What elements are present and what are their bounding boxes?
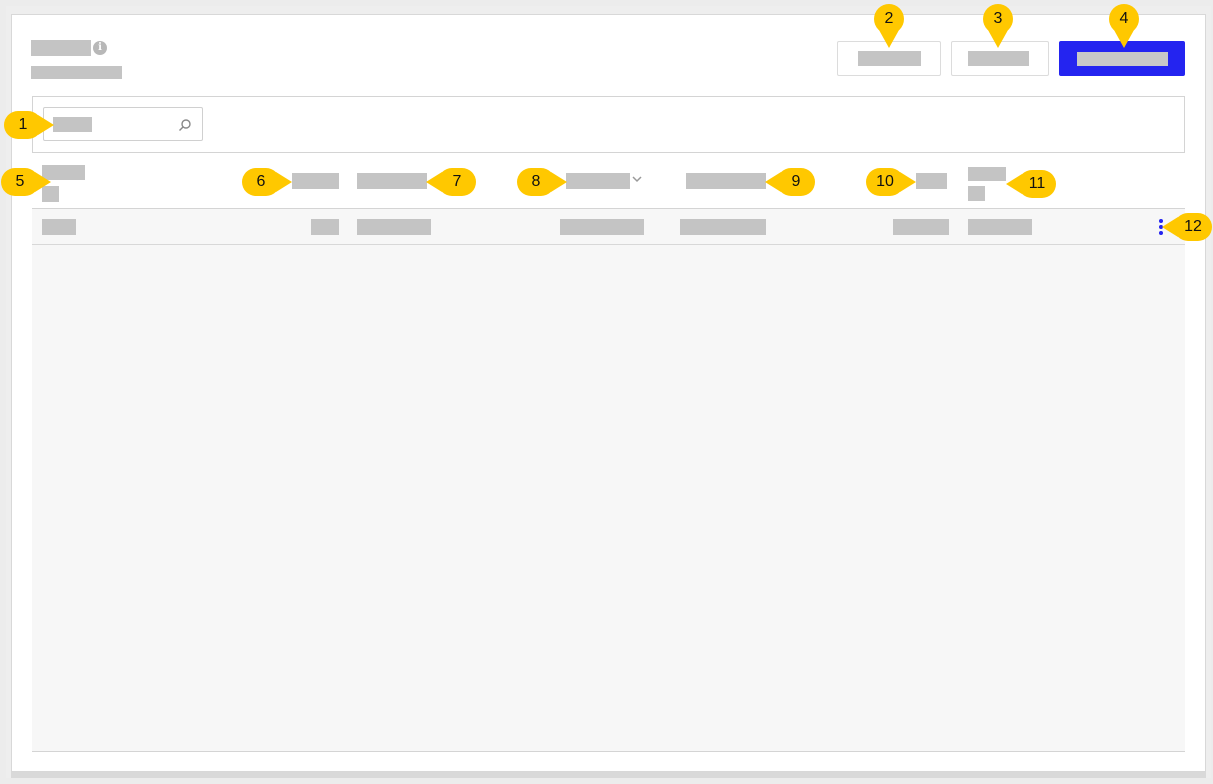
marker-7-label: 7	[452, 173, 462, 190]
row-divider	[32, 244, 1185, 245]
marker-12-label: 12	[1184, 218, 1202, 235]
marker-4: 4	[1109, 4, 1139, 48]
info-icon[interactable]: i	[93, 41, 107, 55]
marker-10-label: 10	[876, 173, 894, 190]
search-icon	[179, 119, 191, 131]
marker-11: 11	[1006, 170, 1056, 198]
filter-bar	[32, 96, 1185, 153]
header-button-2-label	[968, 51, 1029, 66]
search-input[interactable]	[43, 107, 203, 141]
marker-3: 3	[983, 4, 1013, 48]
table-row-cell-3	[357, 219, 431, 235]
marker-2-label: 2	[884, 10, 894, 27]
kebab-menu-icon[interactable]	[1158, 219, 1164, 235]
panel-bottom-edge	[11, 772, 1206, 778]
column-header-3[interactable]	[357, 173, 427, 189]
search-placeholder	[53, 117, 92, 132]
column-header-6[interactable]	[916, 173, 947, 189]
column-header-1[interactable]	[42, 165, 85, 180]
marker-5-label: 5	[15, 173, 25, 190]
marker-9-label: 9	[791, 173, 801, 190]
primary-action-button[interactable]	[1059, 41, 1185, 76]
marker-6: 6	[242, 168, 292, 196]
table-row-cell-6	[893, 219, 949, 235]
column-header-7-line2	[968, 186, 985, 201]
column-header-7[interactable]	[968, 167, 1006, 181]
marker-5: 5	[1, 168, 51, 196]
marker-4-label: 4	[1119, 10, 1129, 27]
column-header-2[interactable]	[292, 173, 339, 189]
table-row-cell-1	[42, 219, 76, 235]
table-body	[32, 208, 1185, 752]
header-button-1-label	[858, 51, 921, 66]
marker-7: 7	[426, 168, 476, 196]
marker-12: 12	[1162, 213, 1212, 241]
marker-9: 9	[765, 168, 815, 196]
chevron-down-icon[interactable]	[631, 173, 643, 185]
marker-8: 8	[517, 168, 567, 196]
column-header-5[interactable]	[686, 173, 766, 189]
marker-3-label: 3	[993, 10, 1003, 27]
table-row-cell-2	[311, 219, 339, 235]
marker-8-label: 8	[531, 173, 541, 190]
primary-action-button-label	[1077, 52, 1168, 66]
table-row-cell-5	[680, 219, 766, 235]
marker-11-label: 11	[1028, 175, 1046, 192]
table-row-cell-4	[560, 219, 644, 235]
page-subtitle	[31, 66, 122, 79]
marker-2: 2	[874, 4, 904, 48]
table-row-cell-7	[968, 219, 1032, 235]
marker-6-label: 6	[256, 173, 266, 190]
column-header-4[interactable]	[566, 173, 630, 189]
page-title	[31, 40, 91, 56]
marker-10: 10	[866, 168, 916, 196]
marker-1: 1	[4, 111, 54, 139]
marker-1-label: 1	[18, 116, 28, 133]
